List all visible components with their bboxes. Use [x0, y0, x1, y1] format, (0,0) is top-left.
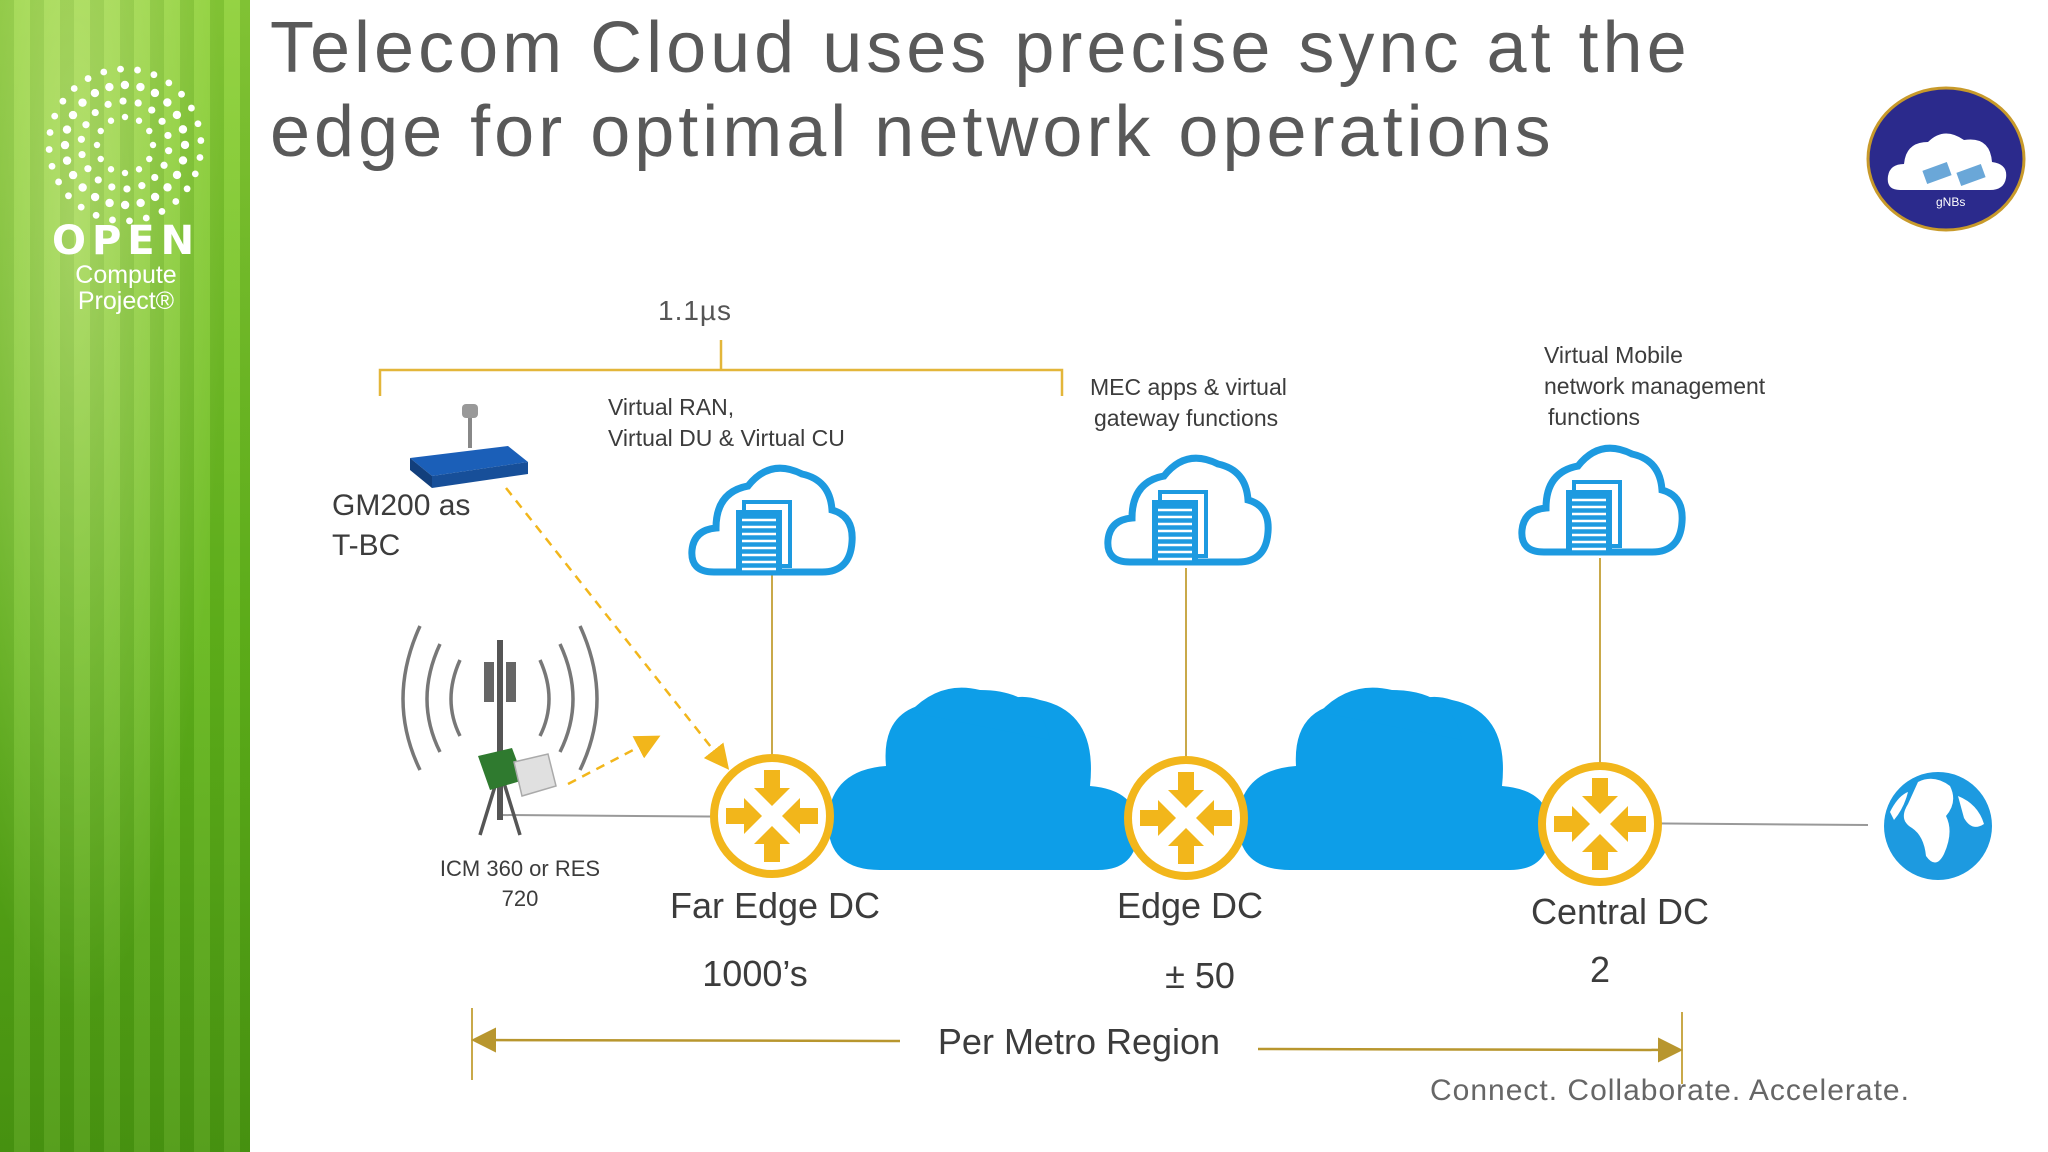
logo-wordmark: OPEN	[51, 218, 201, 264]
icm-label-line1: ICM 360 or RES	[439, 856, 601, 881]
central-router-icon	[1542, 766, 1658, 882]
gnb-cloud-badge: gNBs	[1866, 86, 2026, 232]
globe-icon	[1884, 772, 1992, 880]
far-edge-dc-label: Far Edge DC	[669, 885, 881, 926]
edge-cloud-icon	[1108, 458, 1268, 564]
timing-label: 1.1µs	[658, 295, 732, 326]
ocp-logo-icon	[45, 65, 205, 225]
central-dc-label: Central DC	[1530, 891, 1710, 932]
edge-router-icon	[1128, 760, 1244, 876]
far-edge-dc-count: 1000’s	[702, 953, 808, 994]
far-edge-router-icon	[714, 758, 830, 874]
cell-tower-icon	[401, 625, 599, 836]
transport-cloud-2	[1237, 696, 1551, 870]
gm200-label-line1: GM200 as	[332, 489, 471, 522]
slide-title: Telecom Cloud uses precise sync at the e…	[270, 8, 1691, 172]
edge-dc-label: Edge DC	[1116, 885, 1264, 926]
far-edge-function-line2: Virtual DU & Virtual CU	[608, 425, 845, 451]
logo-project: Project®	[77, 287, 175, 315]
logo-compute: Compute	[75, 261, 177, 289]
edge-function-line1: MEC apps & virtual	[1090, 374, 1287, 400]
gm200-device-icon	[410, 404, 528, 488]
transport-cloud-1	[827, 696, 1139, 870]
central-dc-count: 2	[1589, 949, 1611, 990]
metro-region-arrow	[471, 1008, 1683, 1084]
central-function-line3: functions	[1548, 404, 1641, 430]
central-function-line1: Virtual Mobile	[1544, 342, 1683, 368]
central-cloud-icon	[1522, 448, 1682, 554]
edge-function-line2: gateway functions	[1094, 405, 1279, 431]
far-edge-cloud-icon	[692, 468, 852, 574]
edge-dc-count: ± 50	[1165, 955, 1235, 996]
timing-bracket	[378, 340, 1064, 396]
icm-device-icon	[478, 748, 557, 797]
icm-label-line2: 720	[501, 886, 539, 911]
metro-region-label: Per Metro Region	[937, 1021, 1221, 1062]
far-edge-function-line1: Virtual RAN,	[608, 394, 735, 420]
badge-label: gNBs	[1936, 195, 1965, 209]
sync-dashed-arrow-1	[505, 487, 730, 770]
footer-tagline: Connect. Collaborate. Accelerate.	[1430, 1074, 1910, 1107]
gm200-label-line2: T-BC	[332, 529, 401, 562]
sync-dashed-arrow-2	[567, 735, 661, 786]
sidebar-background	[0, 0, 250, 1152]
central-function-line2: network management	[1544, 373, 1766, 399]
